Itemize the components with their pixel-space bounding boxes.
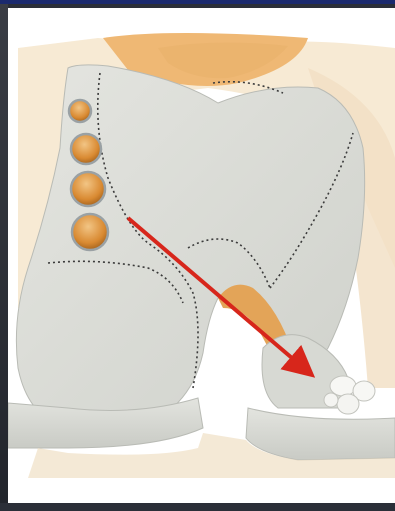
- knee-illustration: [8, 8, 395, 503]
- drill-hole-2: [71, 134, 101, 164]
- drill-hole-1: [69, 100, 91, 122]
- left-frame-edge: [0, 4, 8, 503]
- knee-diagram-svg: [8, 8, 395, 503]
- loose-body-3: [337, 394, 359, 414]
- loose-body-4: [324, 393, 338, 407]
- loose-body-1: [330, 376, 356, 396]
- tibia-right: [246, 408, 395, 460]
- drill-hole-3: [71, 172, 105, 206]
- bottom-frame-edge: [0, 503, 395, 511]
- drill-hole-4: [72, 214, 108, 250]
